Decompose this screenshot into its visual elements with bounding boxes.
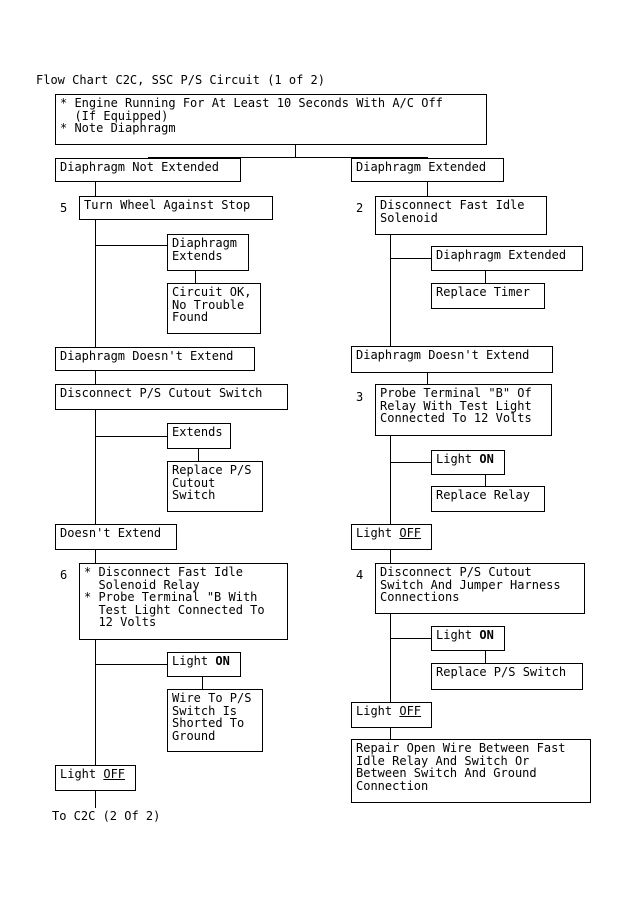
light-off-state: OFF: [399, 526, 422, 540]
step-4-number: 4: [356, 568, 364, 582]
light-off-label: Light: [356, 704, 400, 718]
light-off-state: OFF: [103, 767, 126, 781]
step-3-number: 3: [356, 390, 364, 404]
wire-shorted-box: Wire To P/S Switch Is Shorted To Ground: [167, 689, 263, 752]
light-on-label: Light: [436, 628, 480, 642]
light-off-label: Light: [60, 767, 104, 781]
replace-timer-box: Replace Timer: [431, 283, 545, 309]
diaphragm-not-extended-box: Diaphragm Not Extended: [55, 158, 241, 182]
light-on-left-box: Light ON: [167, 652, 241, 677]
light-off-label: Light: [356, 526, 400, 540]
replace-ps-cutout-switch-box: Replace P/S Cutout Switch: [167, 461, 263, 512]
diaphragm-extended-box: Diaphragm Extended: [351, 158, 504, 182]
light-on-label: Light: [172, 654, 216, 668]
light-off-left-box: Light OFF: [55, 765, 136, 791]
probe-terminal-b-box: Probe Terminal "B" Of Relay With Test Li…: [375, 384, 552, 436]
turn-wheel-box: Turn Wheel Against Stop: [79, 196, 273, 220]
light-on-right-a-box: Light ON: [431, 450, 505, 475]
extends-box: Extends: [167, 423, 231, 449]
diaphragm-extends-box: Diaphragm Extends: [167, 234, 249, 271]
step-5-number: 5: [60, 201, 68, 215]
light-off-right-a-box: Light OFF: [351, 524, 432, 550]
disconnect-fast-idle-solenoid-box: Disconnect Fast Idle Solenoid: [375, 196, 547, 235]
light-on-right-b-box: Light ON: [431, 626, 505, 651]
replace-ps-switch-box: Replace P/S Switch: [431, 663, 583, 690]
diaphragm-extended-b-box: Diaphragm Extended: [431, 246, 583, 271]
step-2-number: 2: [356, 201, 364, 215]
light-on-state: ON: [479, 452, 494, 466]
disconnect-fast-idle-relay-box: * Disconnect Fast Idle Solenoid Relay * …: [79, 563, 288, 640]
light-on-state: ON: [479, 628, 494, 642]
light-off-right-b-box: Light OFF: [351, 702, 432, 728]
repair-open-wire-box: Repair Open Wire Between Fast Idle Relay…: [351, 739, 591, 803]
light-on-state: ON: [215, 654, 230, 668]
step-6-number: 6: [60, 568, 68, 582]
replace-relay-box: Replace Relay: [431, 486, 545, 512]
start-condition-box: * Engine Running For At Least 10 Seconds…: [55, 94, 487, 145]
light-off-state: OFF: [399, 704, 422, 718]
diaphragm-doesnt-extend-right-box: Diaphragm Doesn't Extend: [351, 346, 553, 373]
circuit-ok-box: Circuit OK, No Trouble Found: [167, 283, 261, 334]
footer-continuation: To C2C (2 Of 2): [52, 809, 161, 823]
disconnect-cutout-switch-box: Disconnect P/S Cutout Switch: [55, 384, 288, 410]
diaphragm-doesnt-extend-left-box: Diaphragm Doesn't Extend: [55, 347, 255, 371]
chart-title: Flow Chart C2C, SSC P/S Circuit (1 of 2): [36, 73, 325, 87]
light-on-label: Light: [436, 452, 480, 466]
disconnect-cutout-jumper-box: Disconnect P/S Cutout Switch And Jumper …: [375, 563, 585, 614]
doesnt-extend-box: Doesn't Extend: [55, 524, 177, 550]
